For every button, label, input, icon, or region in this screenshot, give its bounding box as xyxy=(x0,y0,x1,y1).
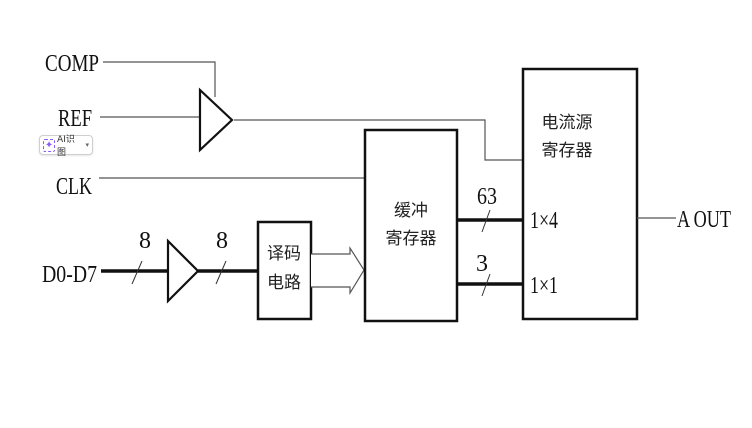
sparkle-icon: ✦ xyxy=(43,138,56,152)
bus-width-upper: 63 xyxy=(477,184,497,210)
ai-recognize-button[interactable]: ✦ AI识图 ▾ xyxy=(39,135,93,158)
buffer-register-block xyxy=(363,128,459,323)
decoder-label-line2: 电路 xyxy=(267,273,301,293)
buffer-label-line1: 缓冲 xyxy=(394,201,428,221)
decoder-label-line1: 译码 xyxy=(267,244,301,264)
ai-recognize-label: AI识图 xyxy=(57,135,75,158)
port-label-lower: 1×1 xyxy=(530,273,558,299)
comparator-output-wire xyxy=(234,119,523,161)
bus-width-after-buffer: 8 xyxy=(216,228,228,254)
comp-wire xyxy=(103,61,216,97)
comparator-triangle xyxy=(198,87,234,153)
port-label-upper: 1×4 xyxy=(530,208,558,234)
comp-label: COMP xyxy=(45,51,99,77)
bus-slash-3 xyxy=(481,209,491,233)
data-input-label: D0-D7 xyxy=(42,262,97,288)
decoder-block xyxy=(256,220,313,321)
bus-slash-2 xyxy=(215,260,227,285)
current-source-register-block xyxy=(521,67,639,321)
bus-width-lower: 3 xyxy=(476,251,488,277)
output-label: A OUT xyxy=(677,207,731,233)
input-buffer-triangle xyxy=(166,238,200,304)
clk-label: CLK xyxy=(56,174,93,200)
ref-label: REF xyxy=(58,106,92,132)
buffer-label-line2: 寄存器 xyxy=(386,229,437,249)
bus-width-data-in: 8 xyxy=(139,228,151,254)
current-source-label-line2: 寄存器 xyxy=(542,141,593,161)
current-source-label-line1: 电流源 xyxy=(542,113,593,133)
bus-slash-4 xyxy=(481,273,491,297)
bus-slash-1 xyxy=(131,260,143,285)
chevron-down-icon[interactable]: ▾ xyxy=(85,141,89,149)
decoder-to-buffer-arrow xyxy=(311,245,365,296)
